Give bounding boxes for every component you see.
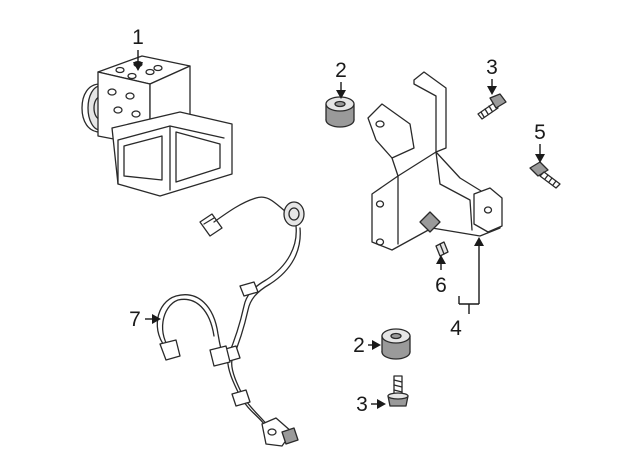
callout-3-lower: 3	[356, 393, 386, 416]
mounting-bracket	[367, 71, 503, 251]
callout-6: 6	[435, 255, 447, 297]
callout-7-label: 7	[129, 308, 141, 331]
grommet-upper	[325, 96, 355, 128]
bolt-upper	[477, 93, 507, 120]
callout-4-label: 4	[450, 317, 462, 340]
abs-modulator-unit	[81, 55, 233, 197]
grommet-lower	[381, 328, 411, 360]
callout-2-upper: 2	[335, 59, 347, 99]
bolt-5	[529, 161, 561, 189]
callout-3-lower-label: 3	[356, 393, 368, 416]
clip-6	[435, 241, 449, 257]
callout-2-upper-label: 2	[335, 59, 347, 82]
callout-5-label: 5	[534, 121, 546, 144]
callout-1: 1	[132, 26, 144, 71]
callout-6-label: 6	[435, 274, 447, 297]
callout-1-label: 1	[132, 26, 144, 49]
callout-3-upper-label: 3	[486, 56, 498, 79]
callout-2-lower-label: 2	[353, 334, 365, 357]
callout-5: 5	[534, 121, 546, 163]
wheel-speed-sensor-harness	[156, 196, 305, 447]
callout-4: 4	[450, 237, 484, 340]
bolt-lower	[387, 375, 409, 407]
callout-7: 7	[129, 308, 161, 331]
callout-3-upper: 3	[486, 56, 498, 95]
callout-2-lower: 2	[353, 334, 381, 357]
